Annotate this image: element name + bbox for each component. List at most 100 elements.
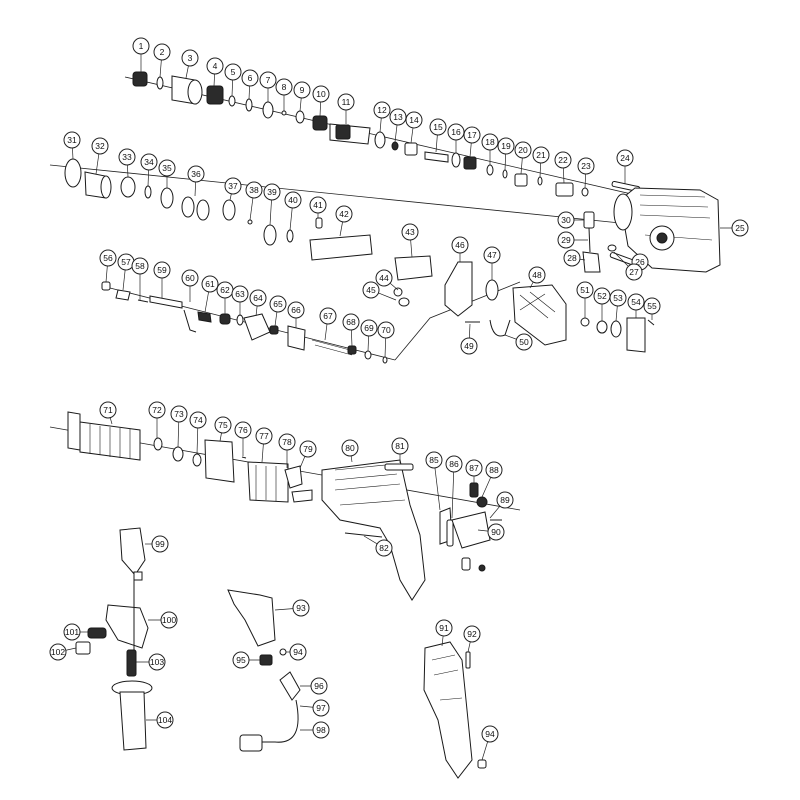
callout-number: 27 [629, 267, 639, 277]
callout-40: 40 [284, 191, 302, 231]
callout-number: 56 [103, 253, 113, 263]
callout-22: 22 [554, 151, 572, 184]
callout-45: 45 [362, 281, 397, 301]
callout-5: 5 [224, 63, 242, 97]
callout-circle [153, 43, 171, 61]
callout-circle [170, 405, 188, 423]
callout-number: 32 [95, 141, 105, 151]
callout-number: 31 [67, 135, 77, 145]
callout-number: 104 [158, 715, 172, 725]
motor-parts [67, 411, 502, 601]
callout-42: 42 [335, 205, 353, 237]
callout-number: 41 [313, 200, 323, 210]
callout-82: 82 [363, 535, 393, 557]
gear-housing [613, 187, 721, 273]
callout-circle [451, 236, 469, 254]
callout-101: 101 [63, 623, 88, 641]
callout-20: 20 [514, 141, 532, 175]
callout-number: 61 [205, 279, 215, 289]
callout-94: 94 [286, 643, 307, 661]
callout-number: 40 [288, 195, 298, 205]
callout-number: 44 [379, 273, 389, 283]
callout-8: 8 [275, 78, 293, 111]
callout-number: 3 [188, 53, 193, 63]
callout-circle [214, 416, 232, 434]
callout-72: 72 [148, 401, 166, 438]
callout-circle [609, 289, 627, 307]
callout-number: 95 [236, 655, 246, 665]
callout-33: 33 [118, 148, 136, 178]
callout-circle [731, 219, 749, 237]
callout-circle [563, 249, 581, 267]
callout-65: 65 [269, 295, 287, 327]
callout-16: 16 [447, 123, 465, 153]
callout-circle [99, 249, 117, 267]
callout-number: 85 [429, 455, 439, 465]
callout-circle [187, 165, 205, 183]
callout-circle [289, 643, 307, 661]
callout-17: 17 [463, 126, 481, 158]
callout-circle [263, 183, 281, 201]
callout-14: 14 [405, 111, 423, 144]
callout-circle [189, 411, 207, 429]
callout-28: 28 [563, 249, 586, 267]
callout-number: 82 [379, 543, 389, 553]
callout-21: 21 [532, 146, 550, 178]
callout-19: 19 [497, 137, 515, 171]
callout-number: 93 [296, 603, 306, 613]
callout-74: 74 [189, 411, 207, 455]
callout-circle [465, 459, 483, 477]
callout-52: 52 [593, 287, 611, 321]
callout-number: 24 [620, 153, 630, 163]
callout-34: 34 [140, 153, 158, 187]
callout-number: 87 [469, 463, 479, 473]
callout-number: 4 [213, 61, 218, 71]
callout-47: 47 [483, 246, 501, 280]
callout-number: 47 [487, 250, 497, 260]
crank-parts [101, 281, 388, 364]
callout-86: 86 [445, 455, 463, 519]
callout-number: 79 [303, 444, 313, 454]
callout-98: 98 [300, 721, 330, 739]
piston-parts [64, 158, 433, 307]
callout-11: 11 [337, 93, 355, 124]
callout-68: 68 [342, 313, 360, 347]
callout-23: 23 [577, 157, 595, 189]
callout-62: 62 [216, 281, 234, 314]
callout-number: 71 [103, 405, 113, 415]
callout-number: 46 [455, 240, 465, 250]
callout-number: 19 [501, 141, 511, 151]
callout-number: 80 [345, 443, 355, 453]
callout-87: 87 [465, 459, 483, 483]
callout-number: 5 [231, 67, 236, 77]
callout-circle [292, 599, 310, 617]
callout-37: 37 [224, 177, 242, 201]
callout-number: 17 [467, 130, 477, 140]
callout-number: 72 [152, 405, 162, 415]
callout-circle [153, 261, 171, 279]
callout-102: 102 [49, 643, 77, 661]
callout-60: 60 [181, 269, 199, 302]
callout-66: 66 [287, 301, 305, 328]
callout-circle [118, 148, 136, 166]
callout-number: 13 [393, 112, 403, 122]
callout-77: 77 [255, 427, 273, 463]
callout-number: 39 [267, 187, 277, 197]
callout-circle [625, 263, 643, 281]
callout-circle [312, 85, 330, 103]
callout-circle [616, 149, 634, 167]
callout-number: 36 [191, 169, 201, 179]
callout-29: 29 [557, 231, 588, 249]
callout-circle [234, 421, 252, 439]
callout-circle [232, 651, 250, 669]
callout-number: 57 [121, 257, 131, 267]
callout-circle [337, 93, 355, 111]
callout-circle [481, 725, 499, 743]
callout-number: 65 [273, 299, 283, 309]
callout-46: 46 [451, 236, 469, 262]
callout-circle [377, 321, 395, 339]
callout-54: 54 [627, 293, 645, 318]
callout-circle [224, 63, 242, 81]
callout-circle [284, 191, 302, 209]
callout-number: 49 [464, 341, 474, 351]
